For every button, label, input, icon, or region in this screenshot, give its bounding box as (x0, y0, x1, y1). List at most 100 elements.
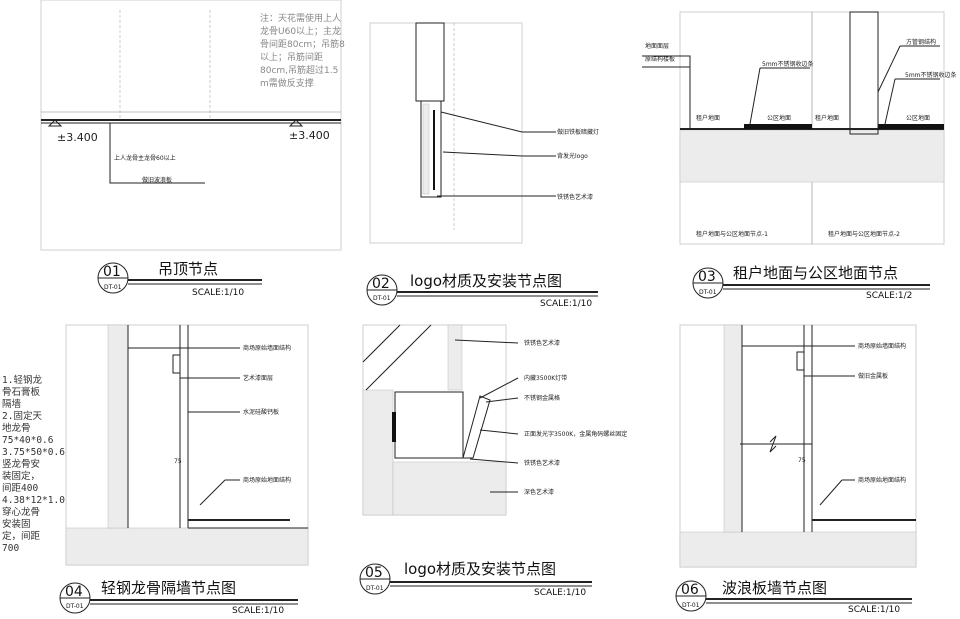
svg-text:隔墙: 隔墙 (2, 398, 22, 410)
elevation-mark-left (47, 119, 63, 127)
label-led-strip: 内藏3500K灯带 (524, 374, 567, 382)
label-front-letters: 正面发光字3500K，金属角码螺丝固定 (524, 430, 627, 438)
svg-text:以上；吊筋间距: 以上；吊筋间距 (260, 51, 323, 63)
svg-text:安装固: 安装固 (2, 518, 31, 530)
sheet-ref-06: DT-01 (682, 602, 700, 609)
frame-01 (40, 0, 342, 251)
drawing-title-02: logo材质及安装节点图 (410, 272, 562, 290)
sheet-ref-02: DT-01 (373, 295, 391, 302)
svg-text:龙骨U60以上；主龙: 龙骨U60以上；主龙 (260, 25, 341, 37)
drawing-number-06: 06 (681, 582, 699, 598)
drawing-number-05: 05 (365, 565, 383, 581)
svg-text:竖龙骨安: 竖龙骨安 (2, 458, 40, 470)
label-steel-pipe: 方管钢结构 (906, 38, 936, 46)
detail-02-logo: 做旧铁板暗藏灯 背发光logo 铁锈色艺术漆 (369, 22, 599, 244)
frame-02 (369, 22, 523, 244)
drawing-number-04: 04 (65, 584, 83, 600)
label-floor-structure: 商场原始地面结构 (243, 476, 291, 484)
svg-text:骨石膏板: 骨石膏板 (2, 386, 41, 398)
svg-text:75*40*0.6: 75*40*0.6 (2, 435, 54, 446)
drawing-title-06: 波浪板墙节点图 (722, 579, 827, 597)
svg-text:穿心龙骨: 穿心龙骨 (2, 506, 40, 518)
svg-text:注：天花需使用上人: 注：天花需使用上人 (260, 12, 341, 24)
drawing-number-01: 01 (103, 264, 121, 280)
svg-text:80cm,吊筋超过1.5: 80cm,吊筋超过1.5 (260, 64, 338, 76)
sheet-ref-04: DT-01 (66, 603, 84, 610)
elevation-right: ±3.400 (289, 129, 330, 142)
label-steel-grille: 不锈钢金属格 (524, 394, 560, 402)
dim-75-right: 75 (798, 457, 806, 464)
title-block-01: 01 DT-01 吊顶节点 SCALE:1/10 (97, 260, 262, 298)
label-public-floor-1: 公区地面 (767, 114, 791, 122)
svg-text:定，间距: 定，间距 (2, 530, 41, 542)
label-metal-panel: 做旧金属板 (858, 372, 888, 380)
drawing-scale-01: SCALE:1/10 (192, 288, 244, 298)
sheet-ref-01: DT-01 (104, 284, 122, 291)
label-rust-paint-top: 铁锈色艺术漆 (524, 339, 560, 347)
ceiling-note: 注：天花需使用上人 龙骨U60以上；主龙 骨间距80cm；吊筋8 以上；吊筋间距… (260, 12, 345, 89)
svg-text:700: 700 (2, 543, 19, 554)
caption-floor-2: 租户地面与公区地面节点-2 (828, 230, 900, 238)
label-strip-2: 5mm不锈钢收边条 (905, 71, 957, 79)
svg-text:骨间距80cm；吊筋8: 骨间距80cm；吊筋8 (260, 38, 345, 50)
public-floor-2 (878, 124, 944, 129)
public-floor-1 (744, 124, 812, 129)
label-floor-layer: 地面面层 (645, 42, 669, 50)
light-box (420, 100, 442, 198)
label-dark-paint: 深色艺术漆 (524, 488, 554, 496)
caption-floor-1: 租户地面与公区地面节点-1 (696, 230, 768, 238)
svg-text:装固定，: 装固定， (2, 470, 40, 482)
drawing-title-04: 轻钢龙骨隔墙节点图 (101, 579, 236, 597)
title-block-02: 02 DT-01 logo材质及安装节点图 SCALE:1/10 (366, 272, 598, 309)
label-hidden-lamp: 做旧铁板暗藏灯 (557, 128, 599, 136)
detail-05-logo: 铁锈色艺术漆 内藏3500K灯带 不锈钢金属格 正面发光字3500K，金属角码螺… (362, 324, 627, 516)
logo-box (394, 391, 464, 459)
label-wall-structure: 商场原始墙面结构 (243, 344, 291, 352)
detail-01-ceiling: ±3.400 ±3.400 上人龙骨主龙骨60以上 做旧波浪板 注：天花需使用上… (40, 0, 345, 251)
drawing-title-01: 吊顶节点 (158, 260, 218, 278)
sheet-ref-05: DT-01 (366, 585, 384, 592)
steel-pipe (849, 11, 879, 135)
label-tenant-floor-2: 租户地面 (815, 114, 839, 122)
svg-text:地龙骨: 地龙骨 (2, 422, 31, 434)
label-tenant-floor-1: 租户地面 (696, 114, 720, 122)
metal-grille (462, 395, 491, 459)
svg-text:3.75*50*0.6: 3.75*50*0.6 (2, 447, 65, 458)
label-rust-paint-bottom: 铁锈色艺术漆 (524, 459, 560, 467)
frame-06 (679, 324, 917, 568)
drawing-scale-06: SCALE:1/10 (848, 605, 900, 615)
label-backlit-logo: 背发光logo (557, 152, 588, 160)
drawing-title-05: logo材质及安装节点图 (404, 560, 556, 578)
keel-wall-side-note: 1.轻钢龙 骨石膏板 隔墙 2.固定天 地龙骨 75*40*0.6 3.75*5… (2, 374, 65, 554)
drawing-number-02: 02 (372, 276, 390, 292)
title-block-06: 06 DT-01 波浪板墙节点图 SCALE:1/10 (675, 579, 912, 615)
elevation-left: ±3.400 (57, 131, 98, 144)
title-block-05: 05 DT-01 logo材质及安装节点图 SCALE:1/10 (359, 560, 592, 598)
label-calcium-silicate: 水泥硅酸钙板 (243, 408, 279, 416)
label-floor-structure-6: 商场原始地面结构 (858, 476, 906, 484)
label-rust-paint: 铁锈色艺术漆 (557, 193, 593, 201)
detail-06-wave-wall: 商场原始墙面结构 做旧金属板 商场原始地面结构 75 (679, 324, 917, 568)
wall-column (415, 22, 445, 102)
svg-text:1.轻钢龙: 1.轻钢龙 (2, 374, 42, 386)
label-keel: 上人龙骨主龙骨60以上 (114, 154, 176, 162)
svg-text:2.固定天: 2.固定天 (2, 410, 42, 422)
label-art-paint-layer: 艺术漆面层 (243, 374, 273, 382)
label-structure-slab: 原结构楼板 (645, 55, 675, 63)
drawing-title-03: 租户地面与公区地面节点 (733, 264, 898, 282)
drawing-scale-03: SCALE:1/2 (866, 291, 912, 301)
drawing-scale-04: SCALE:1/10 (232, 606, 284, 616)
detail-04-keel-wall: 商场原始墙面结构 艺术漆面层 水泥硅酸钙板 商场原始地面结构 75 1.轻钢龙 … (2, 324, 309, 566)
detail-03-floor: 地面面层 原结构楼板 5mm不锈钢收边条 5mm不锈钢收边条 方管钢结构 租户地… (642, 11, 957, 245)
elevation-mark-right (288, 119, 304, 127)
drawing-number-03: 03 (698, 269, 716, 285)
svg-text:m需做反支撑: m需做反支撑 (260, 77, 314, 89)
title-block-04: 04 DT-01 轻钢龙骨隔墙节点图 SCALE:1/10 (59, 579, 298, 616)
label-strip-1: 5mm不锈钢收边条 (762, 60, 814, 68)
drawing-scale-02: SCALE:1/10 (540, 299, 592, 309)
label-wall-structure-6: 商场原始墙面结构 (858, 342, 906, 350)
svg-text:间距400: 间距400 (2, 482, 38, 494)
drawing-scale-05: SCALE:1/10 (534, 588, 586, 598)
label-board: 做旧波浪板 (142, 176, 172, 184)
